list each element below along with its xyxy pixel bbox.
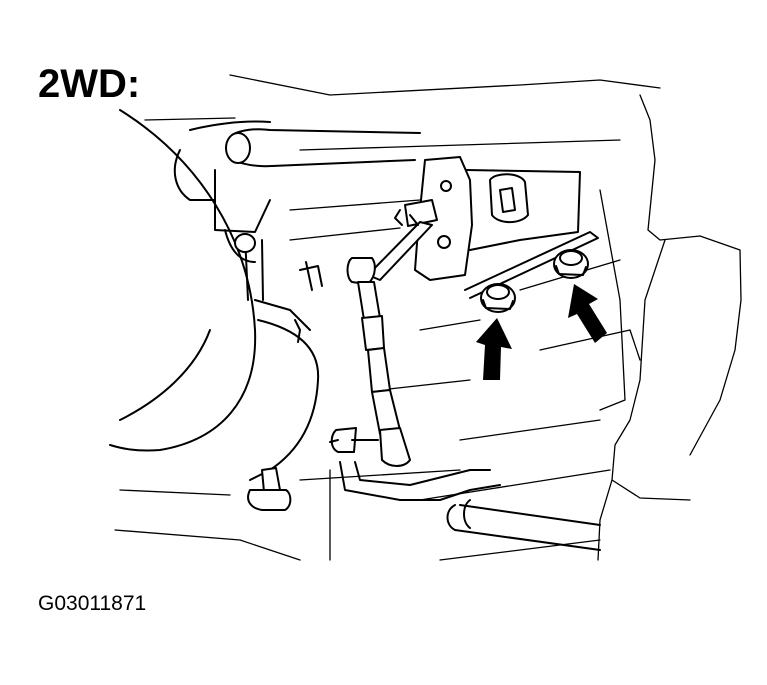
lower-arm: [299, 461, 601, 551]
stabilizer-bar: [224, 128, 421, 301]
wire-clip: [294, 261, 323, 343]
left-nut-arrow: [476, 318, 512, 380]
link-rod: [329, 257, 411, 467]
left-bracket-nut: [480, 283, 516, 313]
body-panel-lines: [114, 74, 742, 561]
drive-type-label: 2WD:: [38, 62, 141, 106]
right-nut-arrow: [568, 284, 607, 343]
sensor-lever: [367, 199, 438, 281]
bottom-stud: [247, 467, 292, 511]
right-bracket-nut: [553, 249, 589, 279]
suspension-mount: [109, 109, 320, 481]
figure-code: G03011871: [38, 592, 147, 615]
